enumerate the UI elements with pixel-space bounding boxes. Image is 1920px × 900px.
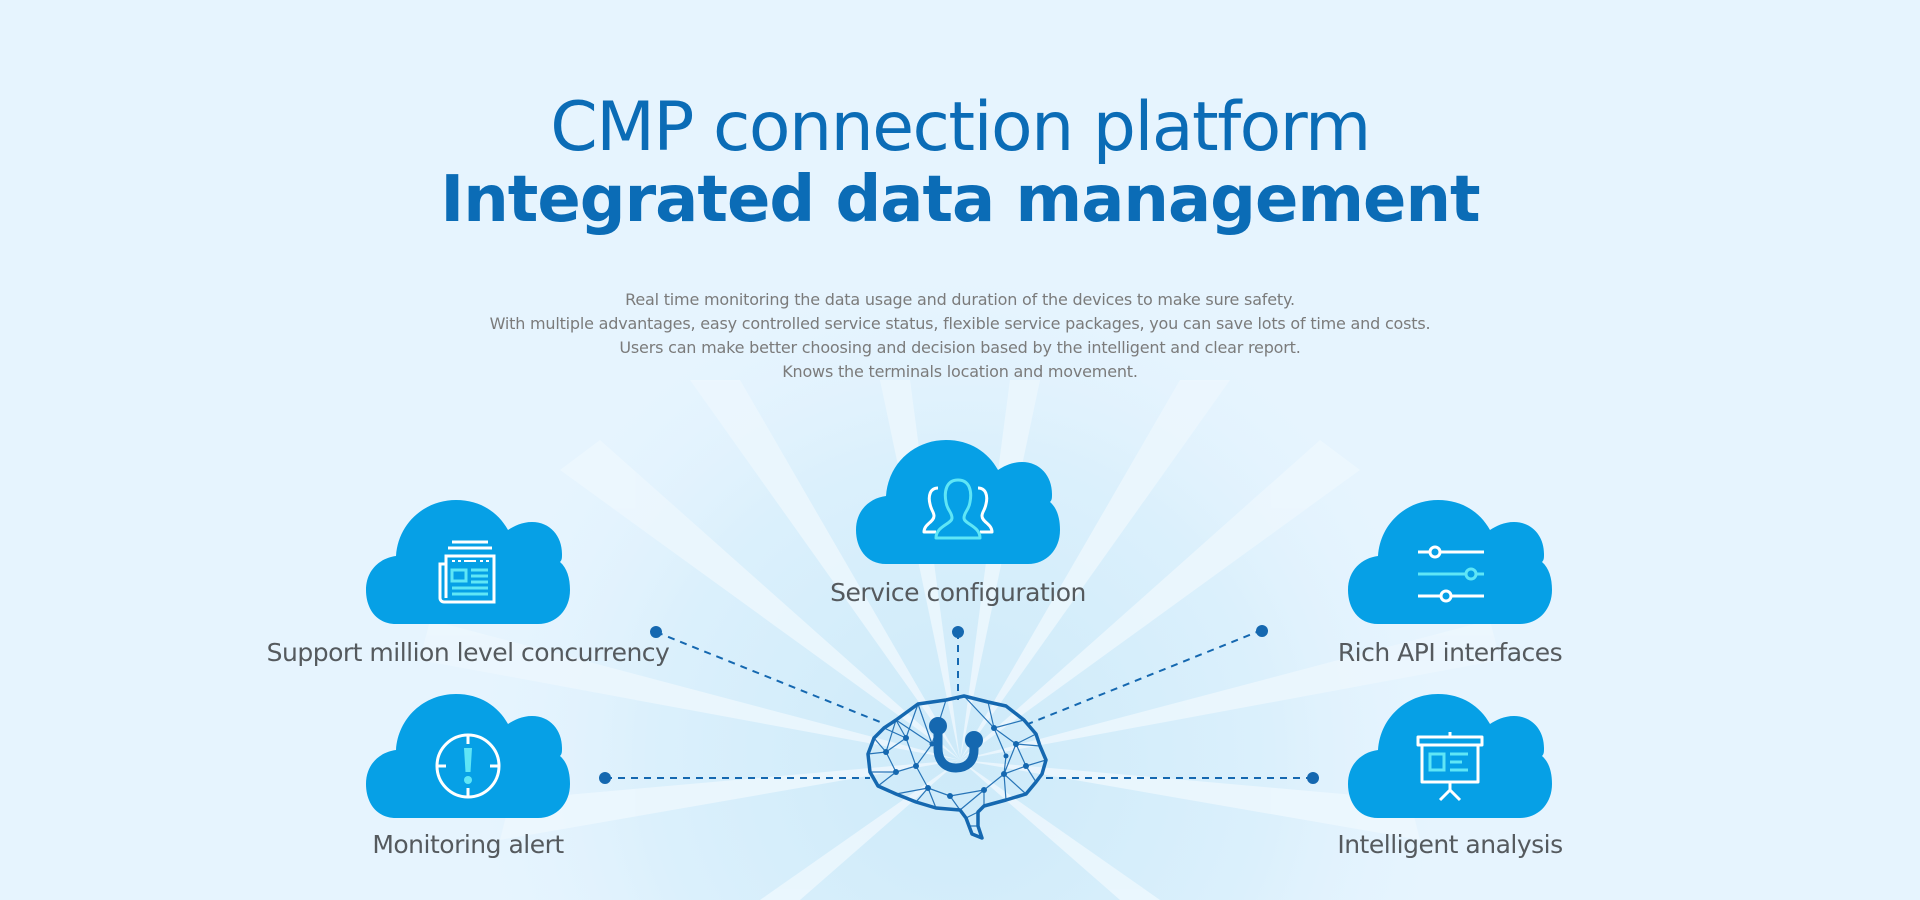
link-api (1027, 629, 1263, 725)
cloud (366, 500, 570, 624)
link-dot-analysis (1307, 772, 1319, 784)
feature-label: Monitoring alert (372, 830, 564, 859)
link-concurrency (655, 631, 881, 723)
description-line: With multiple advantages, easy controlle… (489, 314, 1431, 333)
title-line-1: CMP connection platform (550, 88, 1371, 167)
brain-network-icon (866, 694, 1048, 840)
description-line: Knows the terminals location and movemen… (782, 362, 1138, 381)
link-dot-concurrency (650, 626, 662, 638)
users-icon (922, 478, 994, 540)
feature-label: Support million level concurrency (266, 638, 670, 667)
presentation-board-icon (1416, 732, 1484, 802)
description-line: Users can make better choosing and decis… (619, 338, 1301, 357)
cloud (1348, 694, 1552, 818)
title-line-2: Integrated data management (440, 163, 1480, 237)
cloud (856, 440, 1060, 564)
feature-label: Intelligent analysis (1337, 830, 1563, 859)
link-dot-alert (599, 772, 611, 784)
description: Real time monitoring the data usage and … (0, 288, 1920, 384)
feature-label: Rich API interfaces (1337, 638, 1563, 667)
link-dot-api (1256, 625, 1268, 637)
u-logo-icon (929, 717, 983, 773)
sliders-icon (1418, 545, 1484, 603)
feature-label: Service configuration (830, 578, 1086, 607)
link-dot-service (952, 626, 964, 638)
alert-target-icon (435, 733, 501, 799)
cloud (366, 694, 570, 818)
newspaper-icon (438, 540, 496, 604)
cloud (1348, 500, 1552, 624)
description-line: Real time monitoring the data usage and … (625, 290, 1295, 309)
